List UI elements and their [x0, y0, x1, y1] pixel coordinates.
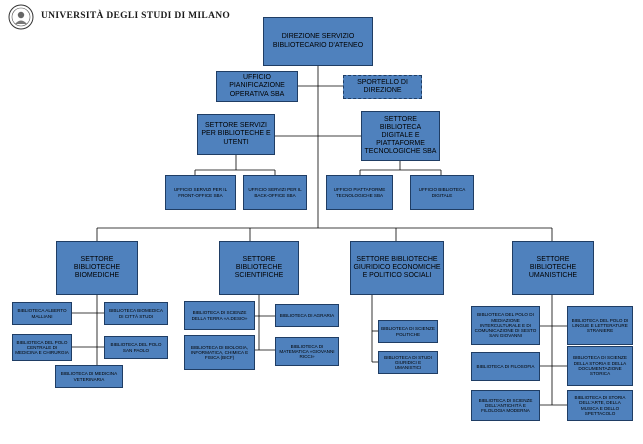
node-bib-scienze-terra: BIBLIOTECA DI SCIENZE DELLA TERRA «A.DES…: [184, 301, 255, 330]
node-ufficio-pianificazione: UFFICIO PIANIFICAZIONE OPERATIVA SBA: [216, 71, 298, 102]
node-bib-scienze-storia: BIBLIOTECA DI SCIENZE DELLA STORIA E DEL…: [567, 346, 633, 386]
node-settore-scientifiche: SETTORE BIBLIOTECHE SCIENTIFICHE: [219, 241, 299, 295]
node-bib-filosofia: BIBLIOTECA DI FILOSOFIA: [471, 352, 540, 381]
node-settore-giuridico: SETTORE BIBLIOTECHE GIURIDICO ECONOMICHE…: [350, 241, 444, 295]
node-sportello: SPORTELLO DI DIREZIONE: [343, 75, 422, 99]
node-bib-citta-studi: BIBLIOTECA BIOMEDICA DI CITTÀ STUDI: [104, 302, 168, 325]
node-ufficio-piattaforme: UFFICIO PIATTAFORME TECNOLOGICHE SBA: [326, 175, 393, 210]
node-settore-digitale: SETTORE BIBLIOTECA DIGITALE E PIATTAFORM…: [361, 111, 440, 161]
node-ufficio-front: UFFICIO SERVIZI PER IL FRONT-OFFICE SBA: [165, 175, 236, 210]
node-settore-umanistiche: SETTORE BIBLIOTECHE UMANISTICHE: [512, 241, 594, 295]
node-bib-veterinaria: BIBLIOTECA DI MEDICINA VETERINARIA: [55, 365, 123, 388]
university-name: UNIVERSITÀ DEGLI STUDI DI MILANO: [41, 11, 231, 21]
node-bib-biologia: BIBLIOTECA DI BIOLOGIA, INFORMATICA, CHI…: [184, 335, 255, 370]
node-direzione: DIREZIONE SERVIZIO BIBLIOTECARIO D'ATENE…: [263, 17, 373, 66]
node-bib-studi-giuridici: BIBLIOTECA DI STUDI GIURIDICI E UMANISTI…: [378, 351, 438, 374]
node-ufficio-back: UFFICIO SERVIZI PER IL BACK-OFFICE SBA: [243, 175, 307, 210]
node-ufficio-biblioteca-digitale: UFFICIO BIBLIOTECA DIGITALE: [410, 175, 474, 210]
node-bib-polo-lingue: BIBLIOTECA DEL POLO DI LINGUE E LETTERAT…: [567, 306, 633, 345]
node-bib-antichita: BIBLIOTECA DI SCIENZE DELL'ANTICHITÀ E F…: [471, 390, 540, 421]
node-bib-polo-mediazione: BIBLIOTECA DEL POLO DI MEDIAZIONE INTERC…: [471, 306, 540, 345]
node-bib-storia-arte: BIBLIOTECA DI STORIA DELL'ARTE, DELLA MU…: [567, 390, 633, 421]
node-bib-scienze-politiche: BIBLIOTECA DI SCIENZE POLITICHE: [378, 320, 438, 343]
page-header: UNIVERSITÀ DEGLI STUDI DI MILANO: [0, 0, 643, 34]
node-bib-agraria: BIBLIOTECA DI AGRARIA: [275, 304, 339, 327]
university-seal-icon: [8, 4, 34, 30]
node-bib-matematica: BIBLIOTECA DI MATEMATICA «GIOVANNI RICCI…: [275, 337, 339, 366]
node-bib-san-paolo: BIBLIOTECA DEL POLO SAN PAOLO: [104, 336, 168, 359]
node-bib-malliani: BIBLIOTECA ALBERTO MALLIANI: [12, 302, 72, 325]
node-settore-servizi: SETTORE SERVIZI PER BIBLIOTECHE E UTENTI: [197, 114, 275, 155]
node-settore-biomediche: SETTORE BIBLIOTECHE BIOMEDICHE: [56, 241, 138, 295]
node-bib-polo-centrale: BIBLIOTECA DEL POLO CENTRALE DI MEDICINA…: [12, 334, 72, 361]
